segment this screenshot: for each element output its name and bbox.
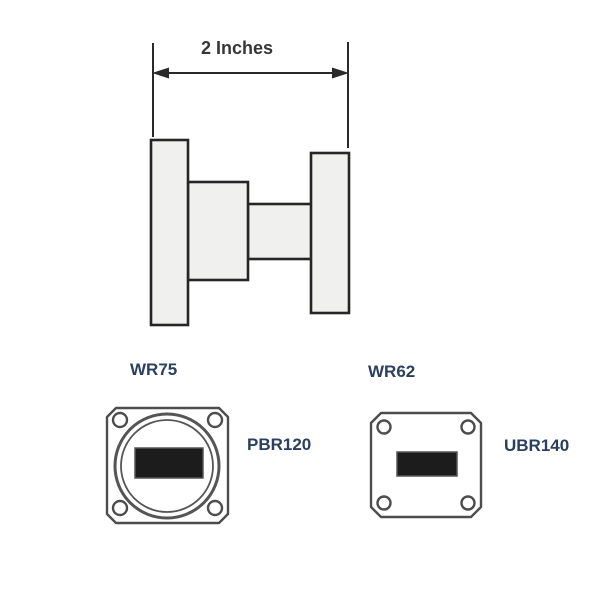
pbr120-bolt-hole-top-right xyxy=(206,411,224,429)
side-view-left-flange xyxy=(149,138,190,327)
dimension-annotation: 2 Inches xyxy=(152,38,349,148)
pbr120-boss-ring-outer xyxy=(113,412,221,520)
side-view-neck xyxy=(246,202,314,261)
ubr140-bolt-hole-bottom-left xyxy=(376,495,392,511)
dimension-arrowhead-left-icon xyxy=(152,67,169,79)
flange-label-pbr120: PBR120 xyxy=(247,435,311,454)
ubr140-bolt-hole-bottom-right xyxy=(460,495,476,511)
waveguide-label-wr62: WR62 xyxy=(368,362,415,381)
pbr120-bolt-hole-top-left xyxy=(111,411,129,429)
ubr140-flange-face xyxy=(369,411,483,519)
dimension-arrowhead-right-icon xyxy=(332,67,349,79)
side-view-body xyxy=(186,180,250,282)
pbr120-waveguide-aperture xyxy=(134,447,204,479)
adapter-side-view xyxy=(149,138,351,327)
pbr120-bolt-hole-bottom-left xyxy=(111,499,129,517)
pbr120-flange-face xyxy=(105,406,230,525)
ubr140-bolt-hole-top-right xyxy=(460,419,476,435)
waveguide-label-wr75: WR75 xyxy=(130,360,177,379)
ubr140-bolt-hole-top-left xyxy=(376,419,392,435)
ubr140-waveguide-aperture xyxy=(396,451,458,477)
dimension-label: 2 Inches xyxy=(201,38,273,58)
flange-label-ubr140: UBR140 xyxy=(504,436,569,455)
pbr120-bolt-hole-bottom-right xyxy=(206,499,224,517)
side-view-right-flange xyxy=(309,151,351,315)
pbr120-boss-ring-inner xyxy=(120,419,214,513)
